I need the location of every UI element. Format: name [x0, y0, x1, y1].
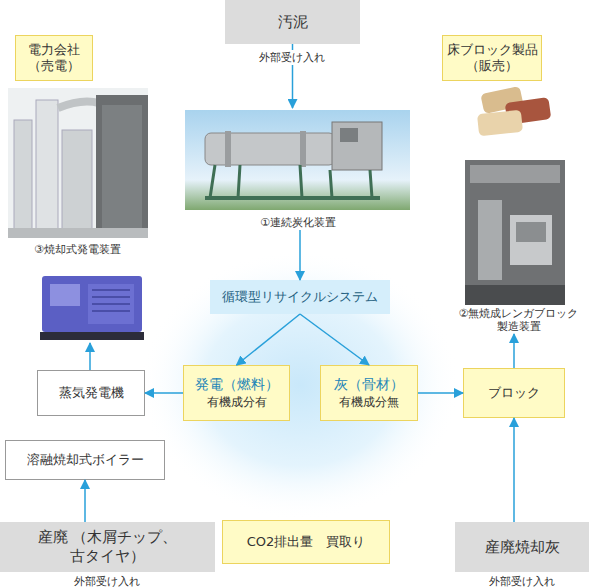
node-text: 産廃焼却灰: [485, 538, 560, 557]
node-text: 溶融焼却式ボイラー: [27, 452, 144, 468]
factory-photo: [465, 160, 565, 305]
flow-arrow: [299, 230, 301, 280]
kiln-photo: [185, 110, 410, 210]
node-text: 蒸気発電機: [59, 385, 124, 401]
node-text: 灰（骨材）: [334, 376, 404, 394]
note-box: CO2排出量 買取り: [222, 520, 390, 564]
node-text: ②無焼成レンガブロック 製造装置: [448, 307, 589, 335]
node-text: 床ブロック製品 （販売）: [443, 42, 541, 73]
flow-arrow: [513, 334, 515, 368]
node-text: 電力会社 （売電）: [16, 42, 92, 75]
node-text: 産廃 （木屑チップ、古タイヤ）: [18, 528, 198, 566]
node-text: 汚泥: [278, 13, 308, 32]
process-box: ブロック: [463, 368, 565, 418]
input-box: 産廃焼却灰: [455, 522, 589, 572]
photo-caption: ②無焼成レンガブロック 製造装置: [448, 158, 589, 334]
note-label: 外部受け入れ: [256, 50, 328, 65]
node-text: ブロック: [488, 385, 540, 401]
plant-photo: [8, 88, 148, 238]
process-box: 蒸気発電機: [37, 370, 145, 416]
brick-photo: [477, 86, 551, 136]
leader-arrow: [89, 343, 91, 370]
flow-arrow: [237, 314, 301, 365]
product-box: 床ブロック製品 （販売）: [442, 35, 542, 81]
flow-arrow: [84, 480, 86, 522]
node-text: 有機成分無: [339, 395, 399, 410]
photo-caption: ①連続炭化装置: [183, 108, 413, 230]
process-box: 溶融焼却式ボイラー: [5, 440, 165, 480]
company-box: 電力会社 （売電）: [15, 35, 93, 81]
node-text: 発電（燃料）: [195, 376, 279, 394]
photo-caption: ③焼却式発電装置: [5, 85, 150, 257]
note-label: 外部受け入れ: [486, 574, 558, 588]
system-box: 循環型リサイクルシステム: [210, 280, 390, 314]
flow-arrow: [513, 418, 515, 522]
output-box: 灰（骨材）有機成分無: [320, 365, 418, 421]
generator-photo: [40, 276, 144, 340]
node-text: CO2排出量 買取り: [247, 534, 366, 550]
glow: [140, 250, 460, 520]
input-box: 汚泥: [225, 0, 360, 44]
input-box: 産廃 （木屑チップ、古タイヤ）: [0, 522, 215, 572]
flow-arrow: [145, 392, 183, 394]
flow-arrow: [418, 392, 463, 394]
node-text: ③焼却式発電装置: [34, 243, 121, 257]
node-text: ①連続炭化装置: [260, 216, 336, 230]
node-text: 有機成分有: [207, 395, 267, 410]
node-text: 循環型リサイクルシステム: [222, 289, 378, 305]
output-box: 発電（燃料）有機成分有: [183, 365, 290, 421]
note-label: 外部受け入れ: [71, 574, 143, 588]
flow-arrow: [300, 314, 369, 365]
